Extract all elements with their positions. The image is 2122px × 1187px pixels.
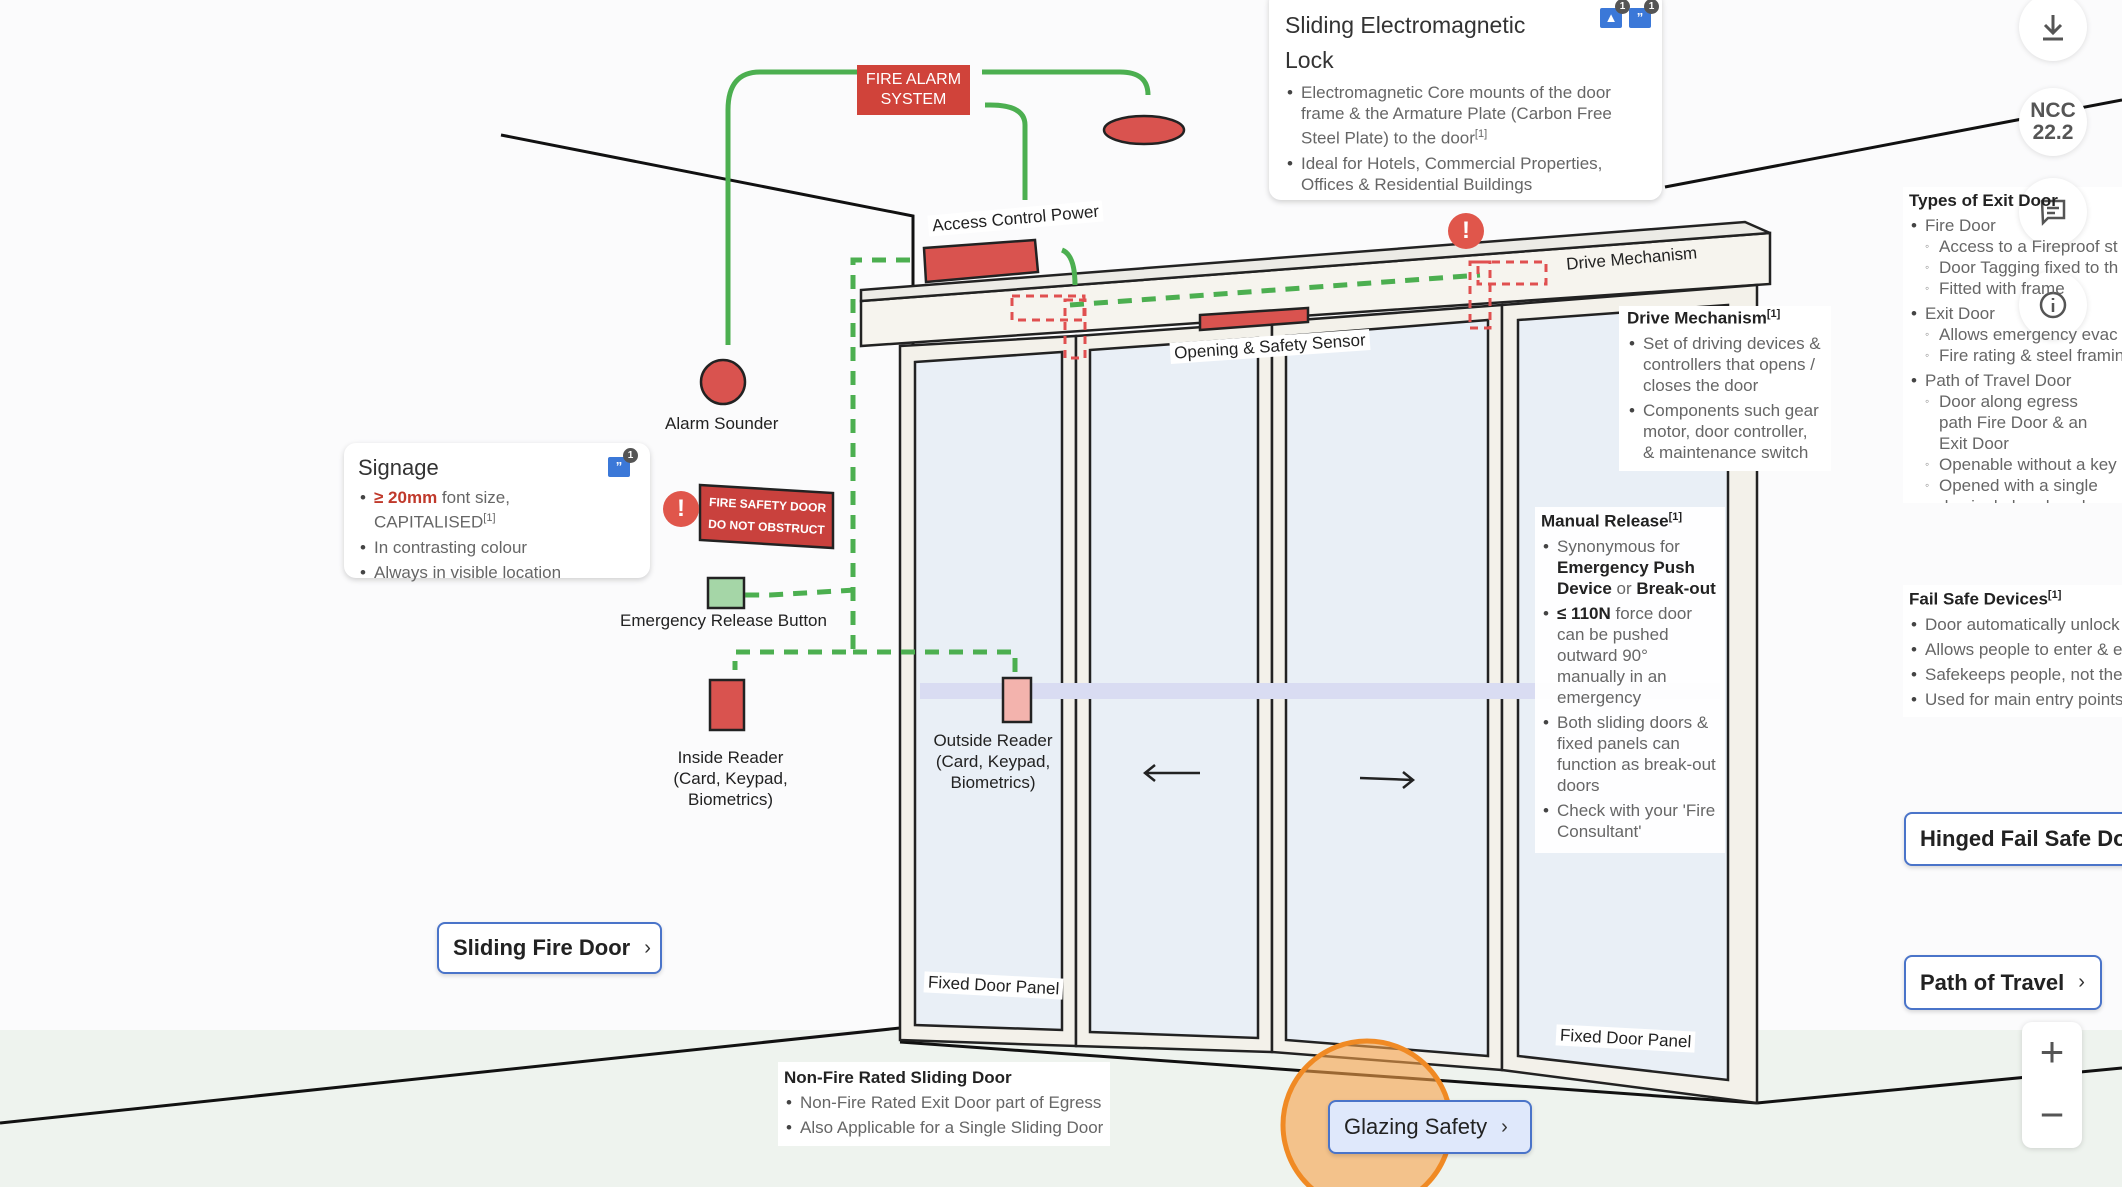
hinged-fail-safe-door-button[interactable]: Hinged Fail Safe Door — [1904, 812, 2122, 866]
chevron-right-icon: › — [2078, 971, 2085, 993]
alert-icon-signage[interactable]: ! — [663, 491, 699, 527]
chevron-right-icon: › — [1501, 1115, 1508, 1138]
bullet: Fire Door — [1909, 215, 2122, 236]
bullet: Used for main entry points — [1909, 689, 2122, 710]
button-label: Hinged Fail Safe Door — [1920, 826, 2122, 851]
quote-icon[interactable]: ”1 — [1629, 0, 1659, 28]
bullet: Both sliding doors & fixed panels can fu… — [1541, 712, 1719, 796]
red-dashed-zones — [1010, 260, 1548, 360]
drive-mechanism-card: Drive Mechanism[1] Set of driving device… — [1619, 306, 1831, 471]
alarm-sounder-label: Alarm Sounder — [665, 414, 779, 433]
download-icon — [2043, 15, 2063, 41]
wiring — [725, 69, 1481, 678]
bullet: Set of driving devices & controllers tha… — [1627, 333, 1823, 396]
fail-safe-devices-card: Fail Safe Devices[1] Door automatically … — [1903, 585, 2122, 717]
zoom-out-button[interactable]: − — [2039, 1091, 2065, 1138]
bullet: Electromagnetic Core mounts of the door … — [1285, 82, 1646, 149]
glazing-safety-button[interactable]: Glazing Safety › — [1328, 1100, 1532, 1154]
card-title: Non-Fire Rated Sliding Door — [784, 1068, 1012, 1087]
sub-bullet: Opened with a single do single hand push — [1909, 475, 2109, 503]
bullet: Path of Travel Door — [1909, 370, 2122, 391]
bullet: Always in visible location — [358, 562, 636, 583]
manual-release-card: Manual Release[1] Synonymous for Emergen… — [1535, 507, 1725, 853]
alert-icon-drive[interactable]: ! — [1448, 213, 1484, 249]
sliding-electromagnetic-lock-card: Sliding Electromagnetic Lock ▲1 ”1 Elect… — [1269, 0, 1662, 200]
emergency-release-button-label: Emergency Release Button — [620, 611, 827, 630]
bullet: In contrasting colour — [358, 537, 636, 558]
door-panels — [898, 283, 1759, 1105]
sub-bullet: Allows emergency evac — [1909, 324, 2122, 345]
sub-bullet: Door along egress path Fire Door & an Ex… — [1909, 391, 2109, 454]
arrows — [1142, 764, 1416, 789]
image-icon[interactable]: ▲1 — [1600, 0, 1630, 28]
chevron-right-icon: › — [644, 936, 651, 959]
ncc-button[interactable]: NCC 22.2 — [2019, 88, 2087, 156]
outside-reader-label: Outside Reader (Card, Keypad, Biometrics… — [928, 730, 1058, 793]
bullet: Also Applicable for a Single Sliding Doo… — [784, 1117, 1104, 1138]
bullet: ≥ 20mm font size, CAPITALISED[1] — [358, 487, 636, 533]
sub-bullet: Fitted with frame — [1909, 278, 2122, 299]
sub-bullet: Access to a Fireproof st — [1909, 236, 2122, 257]
fire-alarm-system-box[interactable]: FIRE ALARM SYSTEM — [857, 65, 970, 115]
inside-reader-label: Inside Reader (Card, Keypad, Biometrics) — [673, 748, 788, 809]
button-label: Path of Travel — [1920, 969, 2065, 995]
button-label: Glazing Safety — [1344, 1114, 1488, 1139]
bullet: Allows people to enter & e — [1909, 639, 2122, 660]
zoom-in-button[interactable]: + — [2039, 1028, 2065, 1075]
types-of-exit-door-card: Types of Exit Door Fire Door Access to a… — [1903, 187, 2122, 503]
bullet: Safekeeps people, not the — [1909, 664, 2122, 685]
bullet: ≤ 110N force door can be pushed outward … — [1541, 603, 1719, 708]
non-fire-rated-card: Non-Fire Rated Sliding Door Non-Fire Rat… — [778, 1062, 1110, 1146]
bullet: Check with your 'Fire Consultant' — [1541, 800, 1719, 842]
bullet: Door automatically unlock — [1909, 614, 2122, 635]
signage-card: Signage ”1 ≥ 20mm font size, CAPITALISED… — [344, 443, 650, 583]
download-button[interactable] — [2019, 0, 2087, 61]
card-title: Sliding Electromagnetic Lock — [1285, 12, 1526, 73]
quote-icon[interactable]: ”1 — [608, 448, 638, 477]
components — [698, 114, 1310, 732]
path-of-travel-button[interactable]: Path of Travel › — [1904, 955, 2102, 1010]
zoom-controls: + − — [2022, 1022, 2082, 1148]
card-title: Fail Safe Devices[1] — [1909, 589, 2062, 609]
bullet: Components such gear motor, door control… — [1627, 400, 1823, 463]
sliding-fire-door-button[interactable]: Sliding Fire Door › — [437, 922, 662, 974]
bullet: Ideal for Hotels, Commercial Properties,… — [1285, 153, 1646, 195]
bullet: Exit Door — [1909, 303, 2122, 324]
card-title: Types of Exit Door — [1909, 191, 2058, 210]
bullet: Synonymous for Emergency Push Device or … — [1541, 536, 1719, 599]
sub-bullet: Openable without a key — [1909, 454, 2122, 475]
sub-bullet: Door Tagging fixed to th — [1909, 257, 2122, 278]
button-label: Sliding Fire Door — [453, 935, 631, 960]
card-title: Manual Release[1] — [1541, 511, 1683, 531]
card-title: Signage — [358, 455, 439, 480]
card-title: Drive Mechanism[1] — [1627, 308, 1781, 328]
sub-bullet: Fire rating & steel framin — [1909, 345, 2122, 366]
bullet: Non-Fire Rated Exit Door part of Egress — [784, 1092, 1104, 1113]
